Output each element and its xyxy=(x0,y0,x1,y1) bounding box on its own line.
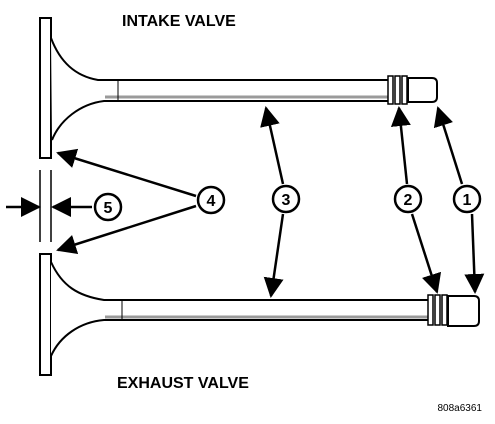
callout-1-label: 1 xyxy=(463,192,472,209)
callout-3: 3 xyxy=(271,184,301,214)
exhaust-keeper-groove xyxy=(434,294,441,326)
callout-1-leader xyxy=(433,106,464,185)
callout-2-leader xyxy=(410,213,442,294)
intake-valve-title: INTAKE VALVE xyxy=(122,13,236,30)
exhaust-valve-fillet xyxy=(50,261,431,357)
callout-2: 2 xyxy=(393,184,423,214)
exhaust-keeper-groove xyxy=(427,294,434,326)
callout-5: 5 xyxy=(93,192,123,222)
exhaust-valve-title: EXHAUST VALVE xyxy=(117,375,249,392)
intake-stem-tip xyxy=(407,77,438,103)
callout-3-label: 3 xyxy=(282,192,291,209)
callout-3-leader xyxy=(260,106,285,185)
intake-keeper-groove xyxy=(394,75,401,105)
exhaust-keeper-groove xyxy=(441,294,448,326)
intake-valve-fillet xyxy=(50,37,391,141)
intake-keeper-groove xyxy=(401,75,408,105)
callout-leaders xyxy=(56,106,485,298)
callout-4: 4 xyxy=(196,185,226,215)
callout-1-leader xyxy=(464,213,485,294)
callout-2-leader xyxy=(390,106,411,185)
figure-reference-code: 808a6361 xyxy=(438,403,483,414)
intake-keeper-groove xyxy=(387,75,394,105)
callout-4-leader xyxy=(56,204,197,255)
intake-valve xyxy=(39,17,438,159)
callout-3-leader xyxy=(263,213,285,298)
exhaust-valve xyxy=(39,253,480,376)
callout-5-label: 5 xyxy=(104,200,113,217)
intake-valve-head xyxy=(39,17,52,159)
exhaust-stem-tip xyxy=(447,295,480,327)
callout-4-leader xyxy=(56,148,197,198)
callout-4-label: 4 xyxy=(207,193,216,210)
callout-2-label: 2 xyxy=(404,192,413,209)
callout-1: 1 xyxy=(452,184,482,214)
exhaust-valve-head xyxy=(39,253,52,376)
margin-indicator xyxy=(6,170,92,242)
